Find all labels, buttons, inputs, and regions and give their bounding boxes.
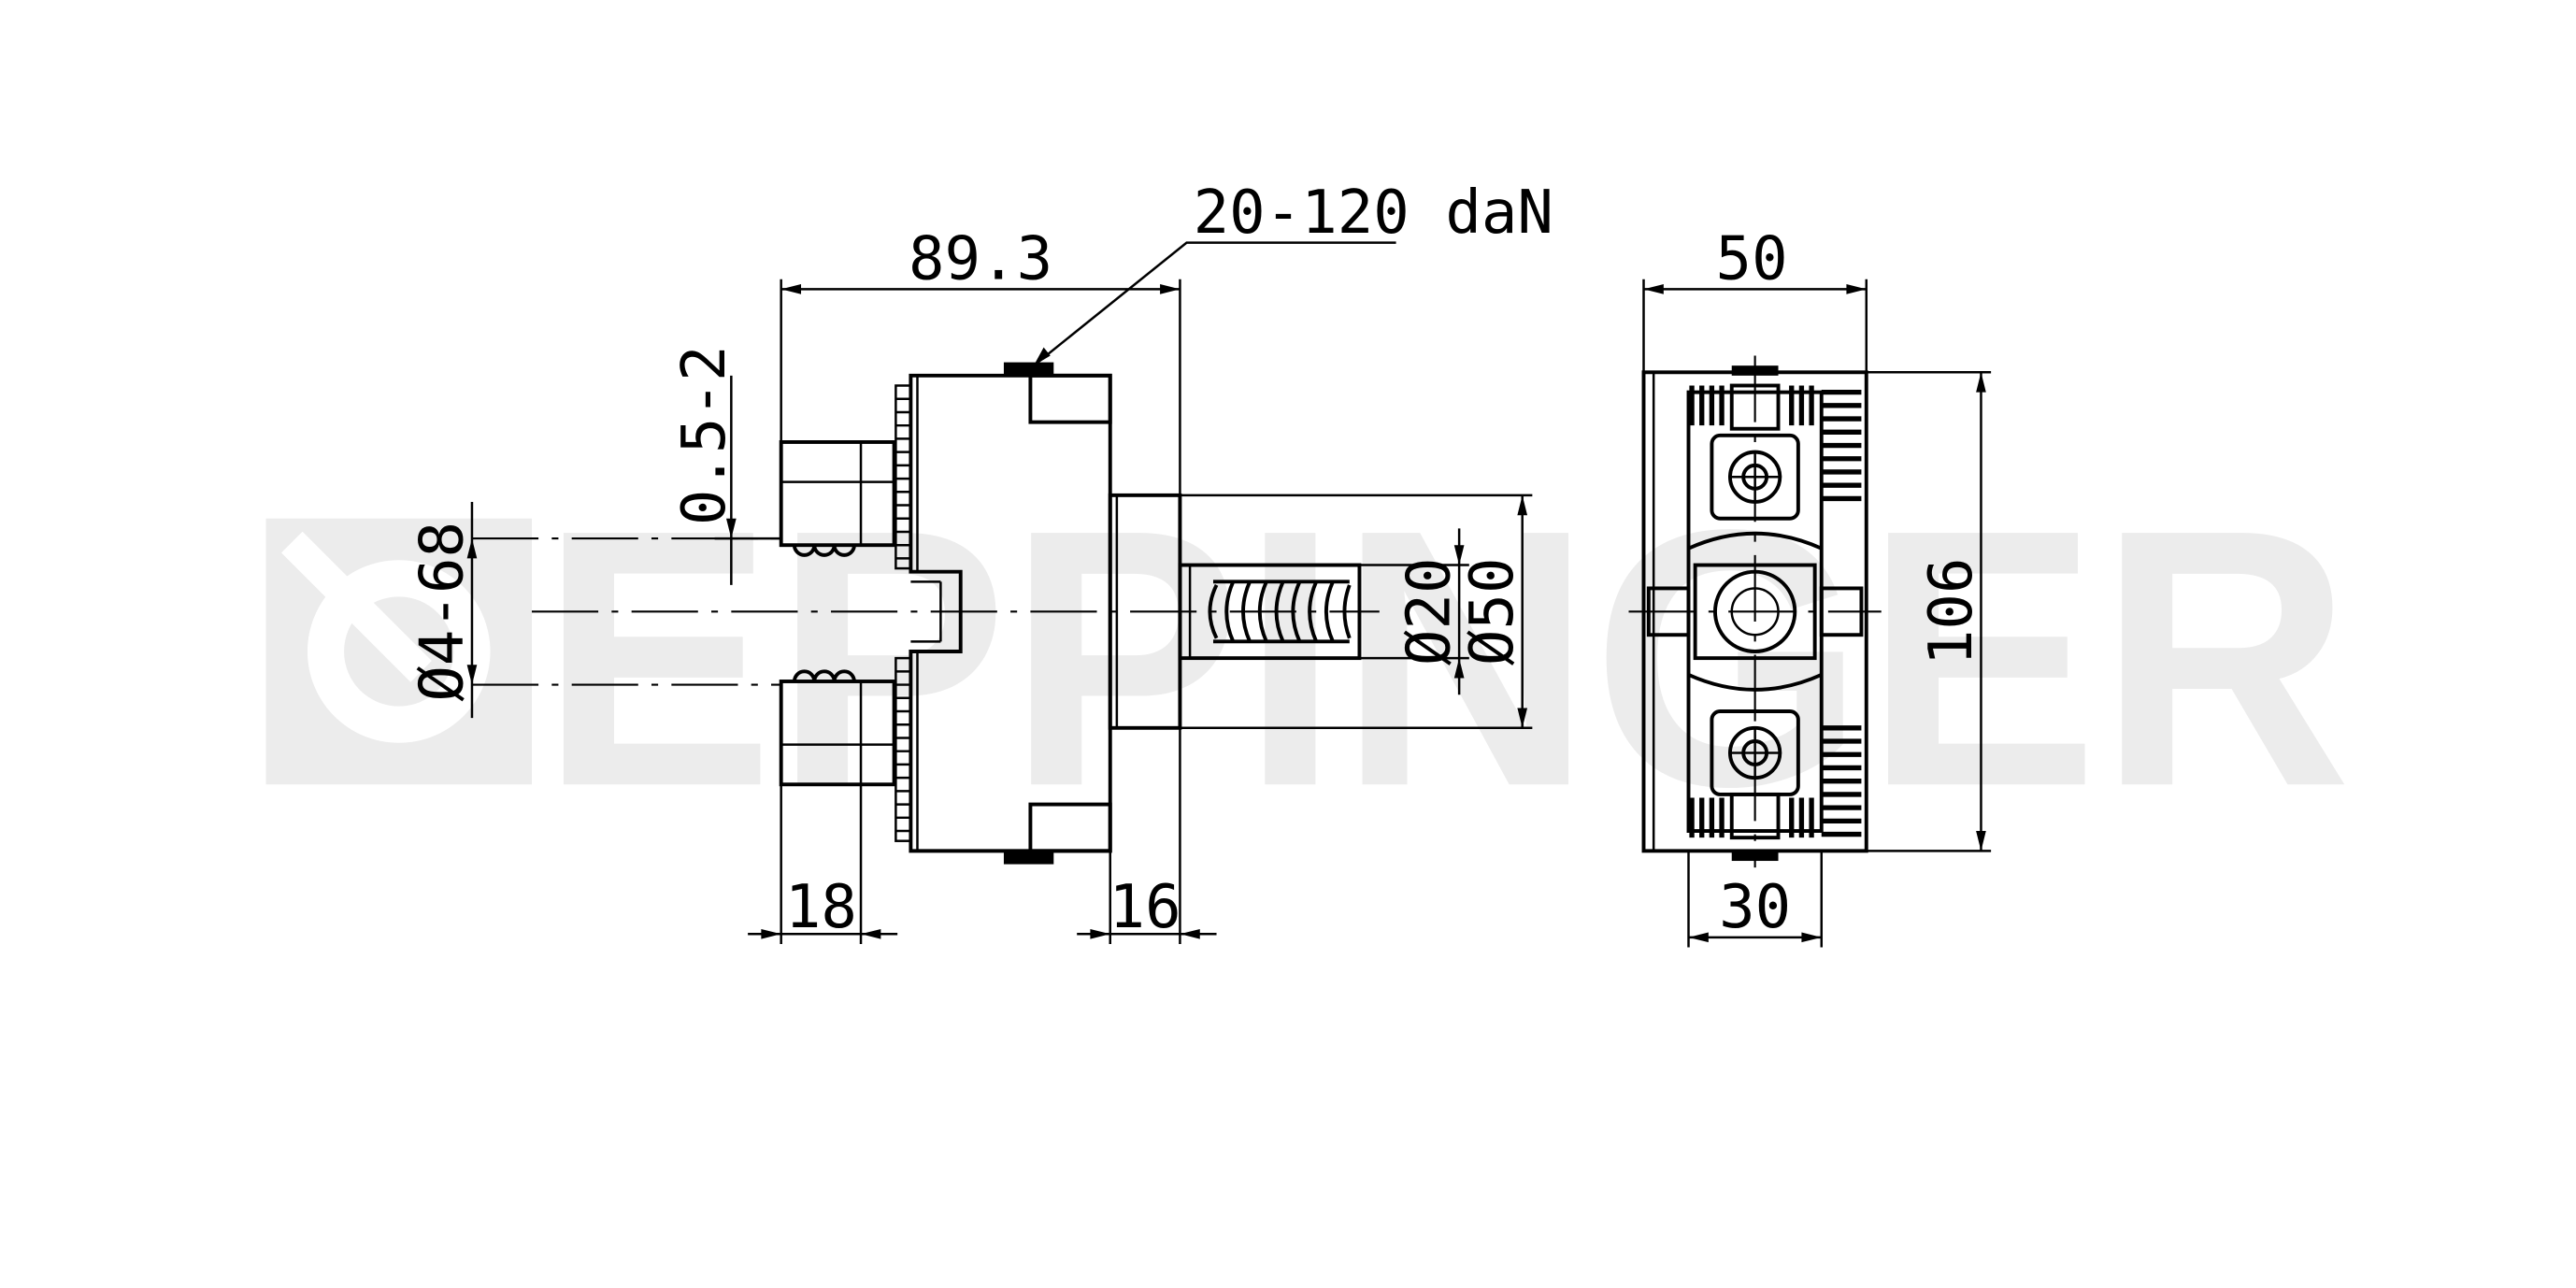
dim-length-total: 89.3	[909, 225, 1052, 294]
dim-tool-diameter: Ø4-68	[408, 522, 477, 702]
dim-flange-width: 16	[1109, 873, 1181, 942]
front-view	[1628, 355, 1882, 868]
side-view	[471, 362, 1380, 865]
dim-force: 20-120 daN	[1194, 179, 1553, 248]
dim-clamp-range: 0.5-2	[670, 346, 739, 526]
side-view-dimensions: 89.3 20-120 daN 0.5-2 Ø4-68 18 16 Ø20	[408, 179, 1553, 944]
dim-shank-diameter: Ø20	[1395, 558, 1464, 666]
dim-flange-diameter: Ø50	[1458, 558, 1527, 666]
front-serration	[1821, 389, 1862, 837]
dim-slot-width: 30	[1719, 873, 1791, 942]
lower-jaw	[779, 669, 896, 787]
dim-body-height: 106	[1917, 558, 1986, 666]
upper-jaw	[779, 440, 896, 557]
dim-body-width: 50	[1716, 225, 1788, 294]
dim-jaw-width: 18	[785, 873, 857, 942]
front-view-dimensions: 50 106 30	[1642, 225, 1992, 948]
front-jaw-hatch	[1689, 385, 1814, 838]
